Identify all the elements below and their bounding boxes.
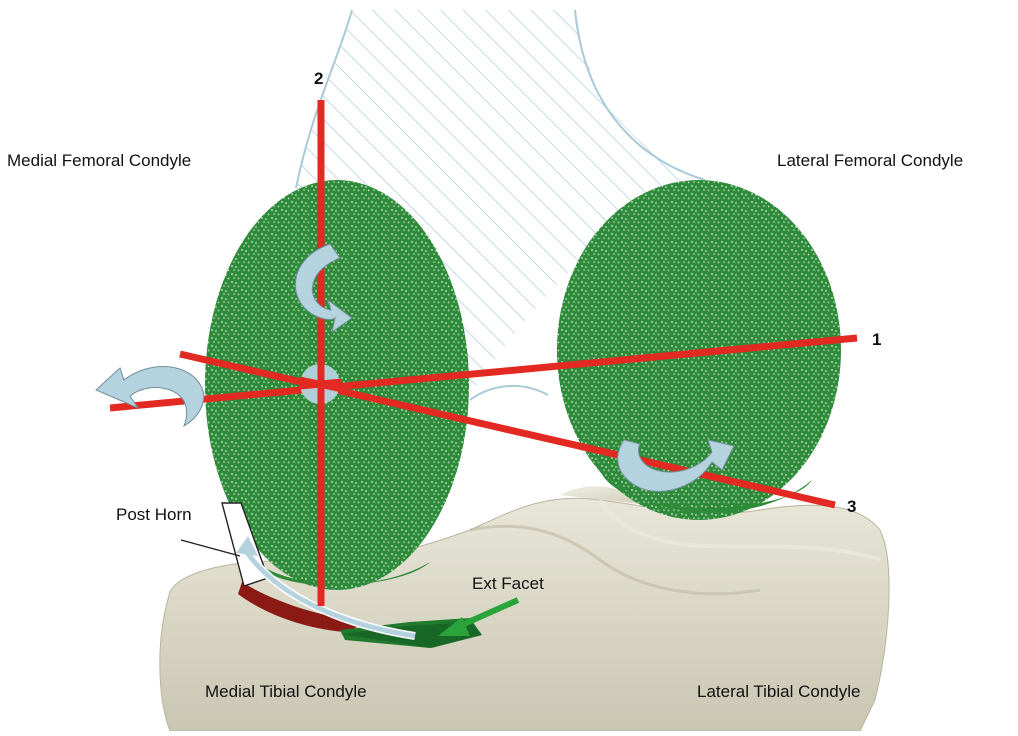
- lateral-tibial-condyle-label: Lateral Tibial Condyle: [697, 682, 860, 701]
- medial-tibial-condyle-label: Medial Tibial Condyle: [205, 682, 367, 701]
- axis-label-3: 3: [847, 497, 856, 516]
- lateral-femoral-condyle-label: Lateral Femoral Condyle: [777, 151, 963, 170]
- ext-facet-label: Ext Facet: [472, 574, 544, 593]
- rotation-arrow-axis-1: [96, 367, 204, 426]
- medial-femoral-condyle-label: Medial Femoral Condyle: [7, 151, 191, 170]
- post-horn-label: Post Horn: [116, 505, 192, 524]
- axis-label-1: 1: [872, 330, 881, 349]
- axis-label-2: 2: [314, 69, 323, 88]
